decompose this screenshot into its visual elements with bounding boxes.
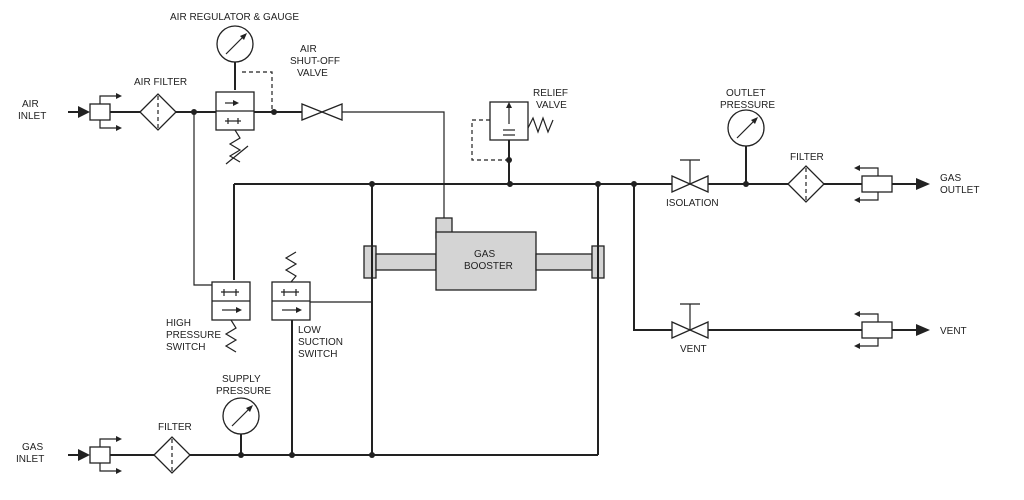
gas-inlet-label: INLET xyxy=(16,454,44,465)
supply-pressure-label: SUPPLY xyxy=(222,374,261,385)
gas-inlet-label: GAS xyxy=(22,442,43,453)
air-regulator-gauge-label: AIR REGULATOR & GAUGE xyxy=(170,12,299,23)
air-filter-icon xyxy=(139,93,177,131)
relief-valve-label: VALVE xyxy=(536,100,567,111)
gas-outlet-label: GAS xyxy=(940,173,961,184)
supply-pressure-gauge-icon xyxy=(222,397,260,455)
low-suction-switch-icon xyxy=(271,251,311,321)
gas-inlet-arrow xyxy=(68,449,90,461)
gas-filter-icon xyxy=(153,436,191,474)
high-pressure-switch-label: SWITCH xyxy=(166,342,205,353)
vent-label: VENT xyxy=(940,326,967,337)
air-regulator-gauge-icon xyxy=(216,25,254,90)
gas-booster-icon xyxy=(363,217,605,291)
air-shutoff-valve-label: SHUT-OFF xyxy=(290,56,340,67)
air-shutoff-valve-label: VALVE xyxy=(297,68,328,79)
air-inlet-label: INLET xyxy=(18,111,46,122)
gas-outlet-connector xyxy=(854,165,930,203)
air-regulator-icon xyxy=(215,91,255,165)
gas-outlet-label: OUTLET xyxy=(940,185,979,196)
gas-booster-label: GAS xyxy=(474,249,495,260)
high-pressure-switch-label: HIGH xyxy=(166,318,191,329)
air-shutoff-valve-label: AIR xyxy=(300,44,317,55)
vent-connector xyxy=(854,311,930,349)
vent-valve-icon xyxy=(671,303,709,340)
gas-filter-label: FILTER xyxy=(158,422,192,433)
vent-valve-label: VENT xyxy=(680,344,707,355)
high-pressure-switch-label: PRESSURE xyxy=(166,330,221,341)
low-suction-switch-label: SUCTION xyxy=(298,337,343,348)
air-inlet-label: AIR xyxy=(22,99,39,110)
outlet-filter-icon xyxy=(787,165,825,203)
outlet-pressure-label: OUTLET xyxy=(726,88,765,99)
outlet-pressure-label: PRESSURE xyxy=(720,100,775,111)
isolation-valve-icon xyxy=(671,159,709,194)
supply-pressure-label: PRESSURE xyxy=(216,386,271,397)
low-suction-switch-label: SWITCH xyxy=(298,349,337,360)
outlet-filter-label: FILTER xyxy=(790,152,824,163)
isolation-valve-label: ISOLATION xyxy=(666,198,719,209)
gas-booster-label: BOOSTER xyxy=(464,261,513,272)
high-pressure-switch-icon xyxy=(211,281,251,353)
low-suction-switch-label: LOW xyxy=(298,325,321,336)
air-inlet-arrow xyxy=(68,106,90,118)
air-shutoff-valve-icon xyxy=(301,103,343,121)
outlet-pressure-gauge-icon xyxy=(727,109,765,184)
air-filter-label: AIR FILTER xyxy=(134,77,187,88)
relief-valve-icon xyxy=(471,101,554,184)
relief-valve-label: RELIEF xyxy=(533,88,568,99)
